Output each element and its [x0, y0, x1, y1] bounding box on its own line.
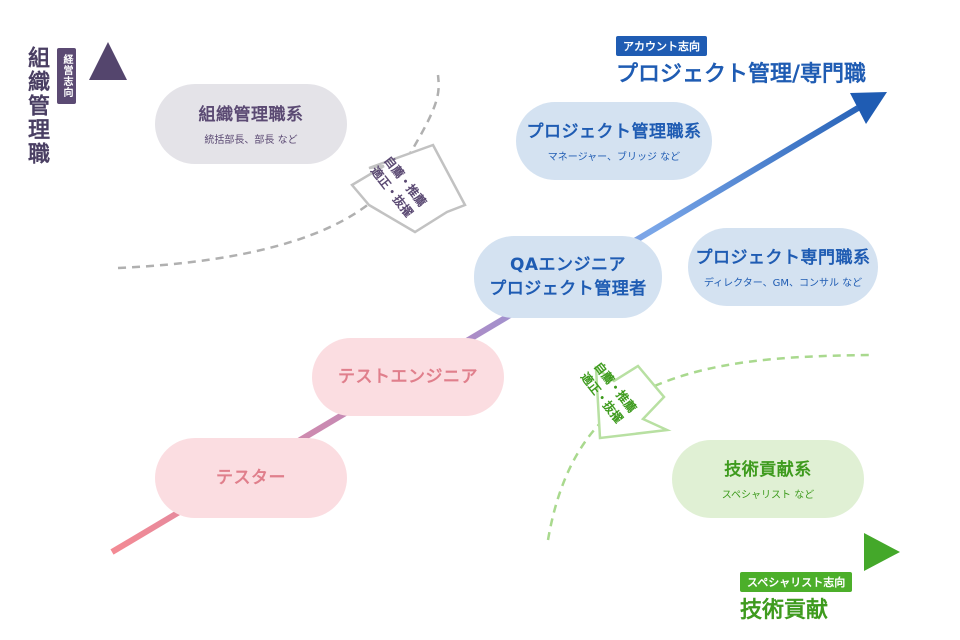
diagonal-title: プロジェクト管理/専門職 — [616, 62, 867, 87]
node-tech-contribution-title: 技術貢献系 — [724, 459, 812, 480]
node-org-management: 組織管理職系 統括部長、部長 など — [155, 84, 347, 164]
node-org-management-sub: 統括部長、部長 など — [204, 134, 298, 146]
node-tech-contribution-sub: スペシャリスト など — [721, 489, 815, 501]
diagonal-tag: アカウント志向 — [616, 36, 707, 56]
transition-arrow-up — [350, 143, 467, 234]
y-axis-tag: 経営志向 — [57, 48, 76, 104]
node-qa-line1: QAエンジニア — [509, 255, 627, 275]
node-tech-contribution: 技術貢献系 スペシャリスト など — [672, 440, 864, 518]
node-test-engineer-title: テストエンジニア — [338, 367, 478, 387]
y-axis-title: 組織管理職 — [24, 46, 49, 166]
node-project-specialist: プロジェクト専門職系 ディレクター、GM、コンサル など — [688, 228, 878, 306]
node-qa-line2: プロジェクト管理者 — [489, 279, 647, 299]
boundary-curve-tech — [546, 353, 871, 541]
node-tester: テスター — [155, 438, 347, 518]
x-axis-arrowhead — [864, 533, 900, 571]
x-axis-tag: スペシャリスト志向 — [740, 572, 853, 592]
node-project-specialist-sub: ディレクター、GM、コンサル など — [703, 277, 863, 289]
node-tester-title: テスター — [216, 468, 286, 488]
node-project-management-title: プロジェクト管理職系 — [526, 121, 702, 142]
diagonal-arrowhead — [850, 92, 887, 124]
node-org-management-title: 組織管理職系 — [198, 104, 304, 125]
transition-arrow-down — [594, 364, 672, 440]
node-qa-project-manager: QAエンジニア プロジェクト管理者 — [474, 236, 662, 318]
node-project-management: プロジェクト管理職系 マネージャー、ブリッジ など — [516, 102, 712, 180]
node-project-specialist-title: プロジェクト専門職系 — [695, 247, 871, 268]
y-axis-arrowhead — [89, 42, 127, 80]
node-project-management-sub: マネージャー、ブリッジ など — [547, 151, 681, 163]
node-test-engineer: テストエンジニア — [312, 338, 504, 416]
x-axis-title: 技術貢献 — [740, 598, 829, 623]
